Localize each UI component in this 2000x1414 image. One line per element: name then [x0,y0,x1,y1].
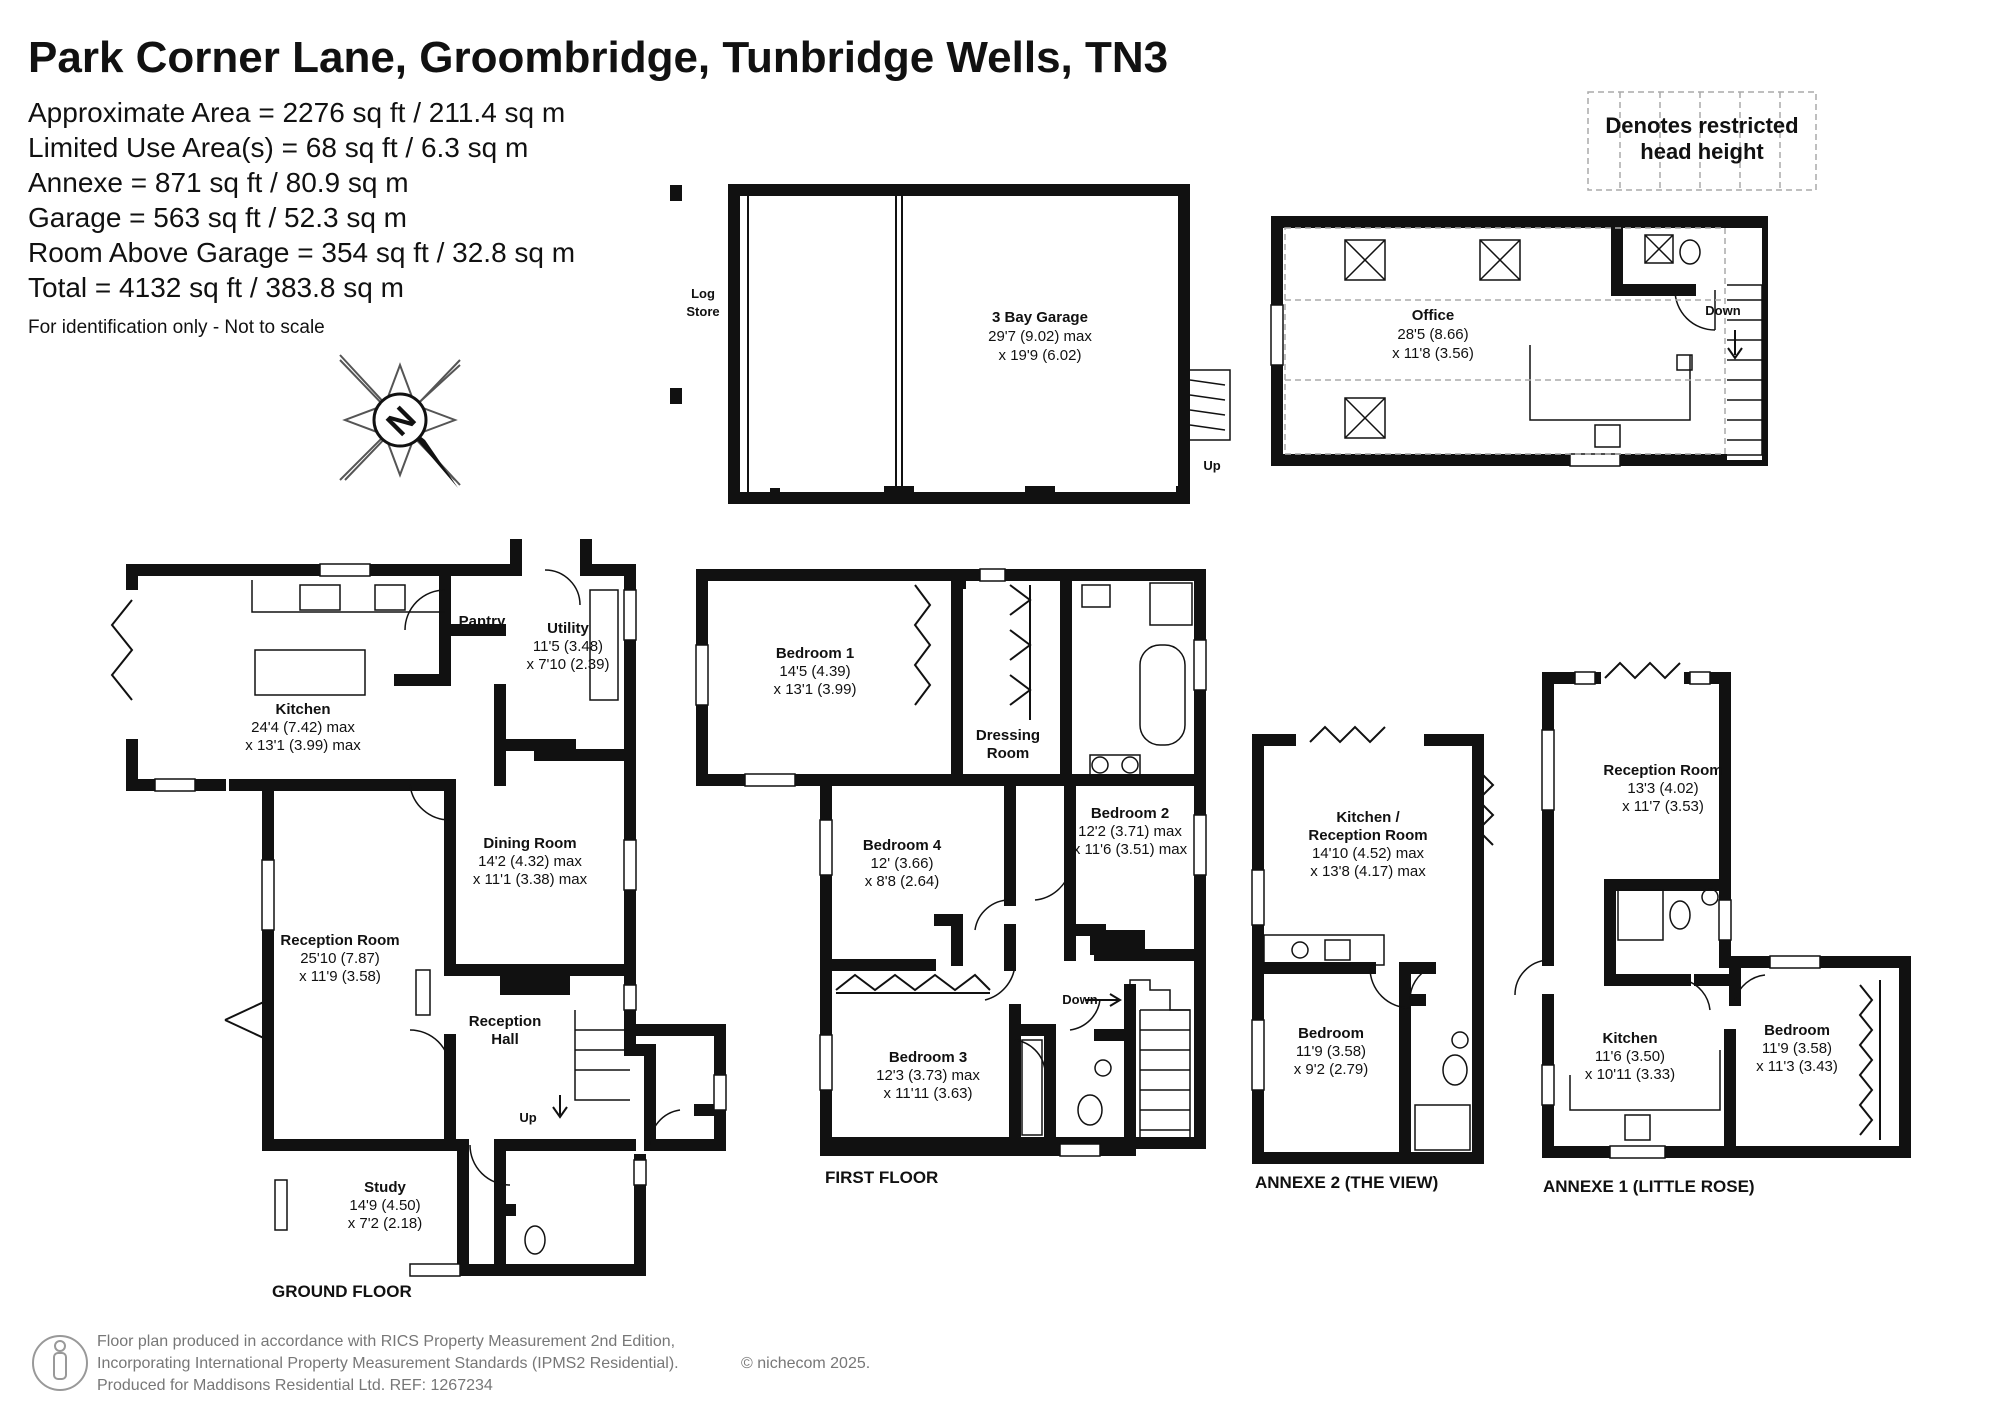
reception-room-dim-1: 25'10 (7.87) [300,950,380,967]
footer-line-3: Produced for Maddisons Residential Ltd. … [97,1377,493,1394]
annexe-1-label: ANNEXE 1 (LITTLE ROSE) [1543,1177,1755,1196]
rics-logo-icon [32,1335,88,1391]
footer-copyright: © nichecom 2025. [741,1355,870,1372]
study-dim-2: x 7'2 (2.18) [348,1215,423,1232]
annexe-2-bedroom-name: Bedroom [1298,1025,1364,1042]
first-stairs-down: Down [1062,992,1097,1007]
ground-stairs-up: Up [519,1110,536,1125]
bedroom-2-name: Bedroom 2 [1091,805,1169,822]
log-store-label-1: Log [691,286,715,301]
annexe-1-reception-name: Reception Room [1603,762,1722,779]
annexe-1-kitchen-dim-1: 11'6 (3.50) [1595,1048,1665,1065]
reception-hall-name-1: Reception [469,1013,542,1030]
legend-restricted-height: Denotes restricted head height [1587,91,1817,191]
pantry-name: Pantry [459,613,506,630]
bedroom-1-name: Bedroom 1 [776,645,854,662]
legend-line-2: head height [1640,139,1764,164]
bedroom-4-dim-2: x 8'8 (2.64) [865,873,940,890]
compass-icon: N [339,354,461,488]
bedroom-2-dim-2: x 11'6 (3.51) max [1073,841,1188,858]
bedroom-3-dim-1: 12'3 (3.73) max [876,1067,980,1084]
garage-dim-2: x 19'9 (6.02) [999,347,1082,364]
office-stairs-down: Down [1705,303,1740,318]
area-room-above-garage: Room Above Garage = 354 sq ft / 32.8 sq … [28,237,575,268]
ground-floor-plan [110,539,727,1277]
annexe-1-reception-dim-1: 13'3 (4.02) [1627,780,1698,797]
garage-plan [670,184,1231,504]
dining-room-dim-1: 14'2 (4.32) max [478,853,582,870]
annexe-2-label: ANNEXE 2 (THE VIEW) [1255,1173,1438,1192]
kitchen-dim-2: x 13'1 (3.99) max [245,737,361,754]
annexe-1-bedroom-name: Bedroom [1764,1022,1830,1039]
area-approximate: Approximate Area = 2276 sq ft / 211.4 sq… [28,97,565,128]
bedroom-3-dim-2: x 11'11 (3.63) [883,1085,972,1102]
annexe-1-bedroom-dim-1: 11'9 (3.58) [1762,1040,1832,1057]
annexe-1-reception-dim-2: x 11'7 (3.53) [1622,798,1704,815]
annexe-2-plan [1251,725,1495,1164]
area-garage: Garage = 563 sq ft / 52.3 sq m [28,202,407,233]
garage-dim-1: 29'7 (9.02) max [988,328,1092,345]
log-store-label-2: Store [686,304,719,319]
reception-room-dim-2: x 11'9 (3.58) [299,968,381,985]
area-total: Total = 4132 sq ft / 383.8 sq m [28,272,404,303]
bedroom-2-dim-1: 12'2 (3.71) max [1078,823,1182,840]
garage-name: 3 Bay Garage [992,309,1088,326]
reception-room-name: Reception Room [280,932,399,949]
area-limited-use: Limited Use Area(s) = 68 sq ft / 6.3 sq … [28,132,528,163]
first-floor-plan [695,568,1207,1157]
annexe-2-bedroom-dim-2: x 9'2 (2.79) [1294,1061,1369,1078]
annexe-1-plan [1514,661,1911,1159]
bedroom-1-dim-1: 14'5 (4.39) [779,663,850,680]
dressing-room-name-2: Room [987,745,1030,762]
bedroom-3-name: Bedroom 3 [889,1049,967,1066]
dressing-room-name-1: Dressing [976,727,1040,744]
kitchen-name: Kitchen [275,701,330,718]
utility-dim-1: 11'5 (3.48) [533,638,603,655]
area-annexe: Annexe = 871 sq ft / 80.9 sq m [28,167,409,198]
bedroom-4-dim-1: 12' (3.66) [871,855,934,872]
annexe-2-kitchen-dim-1: 14'10 (4.52) max [1312,845,1425,862]
office-dim-1: 28'5 (8.66) [1397,326,1468,343]
legend-line-1: Denotes restricted [1605,113,1798,138]
annexe-2-kitchen-name-2: Reception Room [1308,827,1427,844]
annexe-1-kitchen-dim-2: x 10'11 (3.33) [1585,1066,1675,1083]
bedroom-4-name: Bedroom 4 [863,837,942,854]
office-name: Office [1412,307,1455,324]
reception-hall-name-2: Hall [491,1031,519,1048]
disclaimer: For identification only - Not to scale [28,317,325,338]
kitchen-dim-1: 24'4 (7.42) max [251,719,355,736]
ground-floor-label: GROUND FLOOR [272,1282,412,1301]
dining-room-name: Dining Room [483,835,576,852]
garage-stairs-up: Up [1203,458,1220,473]
annexe-1-bedroom-dim-2: x 11'3 (3.43) [1756,1058,1838,1075]
office-dim-2: x 11'8 (3.56) [1392,345,1474,362]
utility-dim-2: x 7'10 (2.39) [527,656,610,673]
footer-line-1: Floor plan produced in accordance with R… [97,1333,675,1350]
annexe-2-bedroom-dim-1: 11'9 (3.58) [1296,1043,1366,1060]
bedroom-1-dim-2: x 13'1 (3.99) [774,681,857,698]
first-floor-label: FIRST FLOOR [825,1168,938,1187]
dining-room-dim-2: x 11'1 (3.38) max [473,871,588,888]
annexe-2-kitchen-dim-2: x 13'8 (4.17) max [1310,863,1426,880]
footer-line-2: Incorporating International Property Mea… [97,1355,679,1372]
utility-name: Utility [547,620,589,637]
page-title: Park Corner Lane, Groombridge, Tunbridge… [28,33,1168,82]
annexe-2-kitchen-name-1: Kitchen / [1336,809,1400,826]
office-plan [1270,216,1768,467]
study-dim-1: 14'9 (4.50) [349,1197,420,1214]
annexe-1-kitchen-name: Kitchen [1602,1030,1657,1047]
study-name: Study [364,1179,406,1196]
